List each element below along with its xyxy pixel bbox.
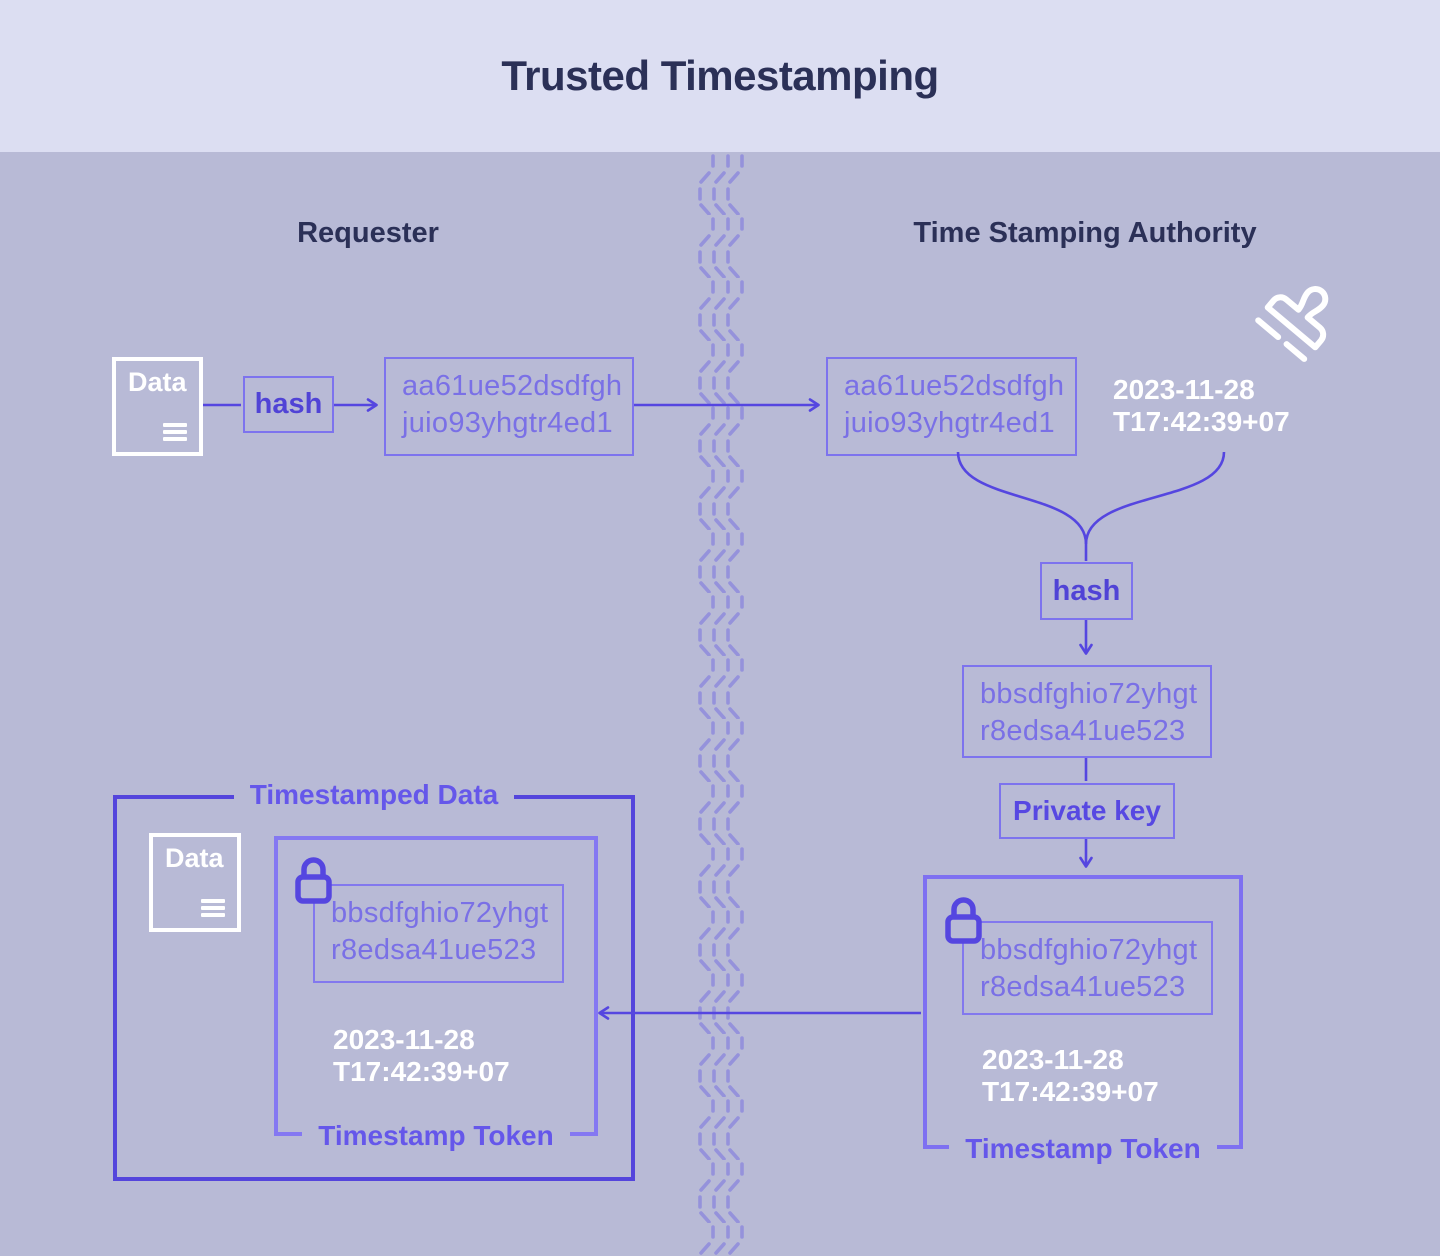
- timestamp-token-label-requester: Timestamp Token: [274, 1119, 598, 1153]
- stamp-icon: [1255, 286, 1329, 362]
- token-timestamp-requester: 2023-11-28 T17:42:39+07: [333, 1024, 510, 1088]
- timestamp-date: 2023-11-28: [333, 1024, 475, 1055]
- hash-button-requester: hash: [243, 376, 334, 433]
- digest-line-2: r8edsa41ue523: [331, 934, 537, 966]
- digest-line-1: bbsdfghio72yhgt: [980, 934, 1198, 966]
- timestamp-date: 2023-11-28: [1113, 374, 1255, 405]
- timestamped-data-label: Timestamped Data: [113, 778, 635, 812]
- column-heading-requester: Requester: [297, 216, 439, 249]
- digest-box-requester: aa61ue52dsdfgh juio93yhgtr4ed1: [384, 357, 634, 456]
- lock-icon: [295, 857, 332, 904]
- tsa-timestamp: 2023-11-28 T17:42:39+07: [1113, 374, 1290, 438]
- timestamp-token-label-tsa: Timestamp Token: [923, 1132, 1243, 1166]
- digest-line-1: aa61ue52dsdfgh: [844, 370, 1065, 402]
- digest-line-1: aa61ue52dsdfgh: [402, 370, 623, 402]
- data-box-label: Data: [128, 367, 187, 397]
- token-digest-box-tsa: bbsdfghio72yhgt r8edsa41ue523: [962, 665, 1212, 758]
- digest-line-2: juio93yhgtr4ed1: [844, 407, 1055, 439]
- timestamp-time: T17:42:39+07: [333, 1056, 510, 1087]
- page-title: Trusted Timestamping: [501, 52, 939, 99]
- data-box-timestamped: Data: [149, 833, 241, 932]
- data-box-label: Data: [165, 843, 224, 873]
- digest-box-tsa: aa61ue52dsdfgh juio93yhgtr4ed1: [826, 357, 1077, 456]
- token-digest-box-received: bbsdfghio72yhgt r8edsa41ue523: [313, 884, 564, 983]
- token-digest-box-signed: bbsdfghio72yhgt r8edsa41ue523: [962, 921, 1213, 1015]
- timestamp-time: T17:42:39+07: [982, 1076, 1159, 1107]
- token-timestamp-tsa: 2023-11-28 T17:42:39+07: [982, 1044, 1159, 1108]
- lock-icon: [945, 897, 982, 944]
- text-lines-icon: [201, 899, 225, 917]
- data-box-requester: Data: [112, 357, 203, 456]
- private-key-box: Private key: [999, 783, 1175, 839]
- digest-line-2: r8edsa41ue523: [980, 971, 1186, 1003]
- digest-line-2: juio93yhgtr4ed1: [402, 407, 613, 439]
- hash-button-tsa: hash: [1040, 562, 1133, 620]
- digest-line-1: bbsdfghio72yhgt: [980, 678, 1198, 710]
- timestamp-time: T17:42:39+07: [1113, 406, 1290, 437]
- text-lines-icon: [163, 423, 187, 441]
- header-band: Trusted Timestamping: [0, 0, 1440, 152]
- column-heading-authority: Time Stamping Authority: [913, 216, 1257, 249]
- timestamp-date: 2023-11-28: [982, 1044, 1124, 1075]
- digest-line-2: r8edsa41ue523: [980, 715, 1186, 747]
- digest-line-1: bbsdfghio72yhgt: [331, 897, 549, 929]
